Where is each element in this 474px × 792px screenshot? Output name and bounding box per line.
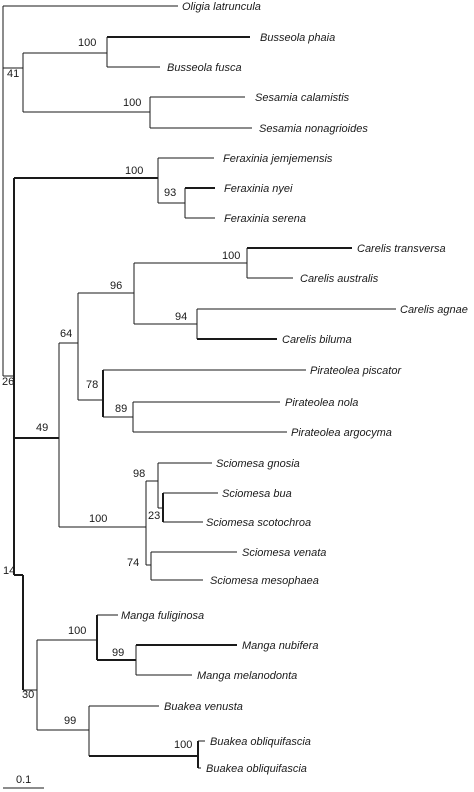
taxon-label: Sesamia calamistis <box>255 92 350 104</box>
taxon-label: Pirateolea argocyma <box>291 427 392 439</box>
taxon-label: Sciomesa scotochroa <box>206 517 311 529</box>
support-value: 89 <box>115 403 127 415</box>
taxon-label: Busseola fusca <box>167 62 242 74</box>
support-value: 94 <box>175 311 187 323</box>
taxon-label: Pirateolea piscator <box>310 365 402 377</box>
support-value: 100 <box>123 97 141 109</box>
taxon-labels: Oligia latruncula Busseola phaia Busseol… <box>121 1 468 775</box>
support-value: 41 <box>7 68 19 80</box>
taxon-label: Buakea obliquifascia <box>206 763 307 775</box>
taxon-label: Carelis australis <box>300 273 379 285</box>
support-value: 30 <box>22 689 34 701</box>
support-value: 100 <box>222 250 240 262</box>
taxon-label: Sciomesa bua <box>222 488 292 500</box>
support-value: 78 <box>86 379 98 391</box>
taxon-label: Busseola phaia <box>260 32 335 44</box>
support-value: 98 <box>133 468 145 480</box>
support-value: 64 <box>60 328 72 340</box>
scale-bar-label: 0.1 <box>16 774 31 786</box>
taxon-label: Pirateolea nola <box>285 397 358 409</box>
taxon-label: Feraxinia nyei <box>224 183 293 195</box>
taxon-label: Buakea venusta <box>164 701 243 713</box>
taxon-label: Sesamia nonagrioides <box>259 123 368 135</box>
taxon-label: Oligia latruncula <box>182 1 261 13</box>
taxon-label: Sciomesa venata <box>242 547 326 559</box>
support-values: 100 41 100 100 93 100 96 94 64 78 89 49 … <box>2 37 240 751</box>
support-value: 14 <box>3 565 15 577</box>
support-value: 26 <box>2 376 14 388</box>
taxon-label: Manga melanodonta <box>197 670 297 682</box>
taxon-label: Feraxinia serena <box>224 213 306 225</box>
taxon-label: Manga fuliginosa <box>121 610 204 622</box>
support-value: 93 <box>164 187 176 199</box>
support-value: 100 <box>68 625 86 637</box>
taxon-label: Carelis biluma <box>282 334 352 346</box>
taxon-label: Manga nubifera <box>242 640 318 652</box>
taxon-label: Sciomesa mesophaea <box>210 575 319 587</box>
taxon-label: Sciomesa gnosia <box>216 458 300 470</box>
taxon-label: Feraxinia jemjemensis <box>223 153 333 165</box>
support-value: 100 <box>125 165 143 177</box>
taxon-label: Carelis agnae <box>400 304 468 316</box>
support-value: 23 <box>148 510 160 522</box>
support-value: 99 <box>64 715 76 727</box>
taxon-label: Buakea obliquifascia <box>210 736 311 748</box>
tree-branches <box>2 5 396 789</box>
support-value: 96 <box>110 280 122 292</box>
support-value: 99 <box>112 647 124 659</box>
support-value: 49 <box>36 422 48 434</box>
taxon-label: Carelis transversa <box>357 243 446 255</box>
support-value: 100 <box>78 37 96 49</box>
support-value: 74 <box>127 557 139 569</box>
support-value: 100 <box>89 513 107 525</box>
support-value: 100 <box>174 739 192 751</box>
